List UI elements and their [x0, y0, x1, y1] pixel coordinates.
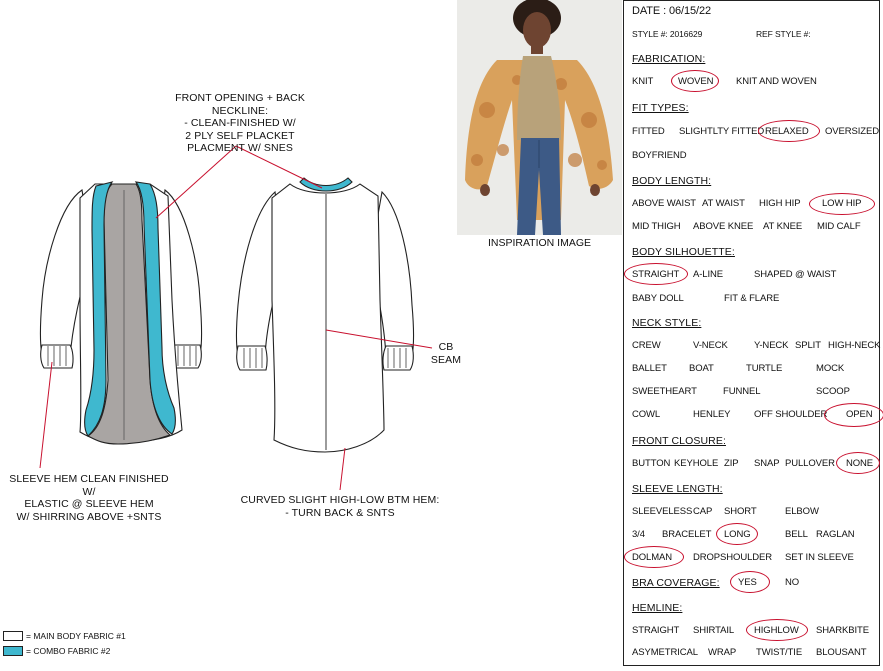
- heading-front-closure: FRONT CLOSURE:: [632, 435, 726, 447]
- opt-knit-and-woven: KNIT AND WOVEN: [736, 76, 817, 87]
- opt-mock: MOCK: [816, 363, 845, 374]
- opt-fitted: FITTED: [632, 126, 665, 137]
- opt-pullover: PULLOVER: [785, 458, 835, 469]
- opt-hem-straight: STRAIGHT: [632, 625, 680, 636]
- left-placket: [84, 181, 114, 437]
- opt-no: NO: [785, 577, 800, 588]
- spec-sheet: DATE : 06/15/22 STYLE #: 2016629 REF STY…: [623, 0, 883, 666]
- opt-mid-calf: MID CALF: [817, 221, 861, 232]
- back-view-sketch: [235, 177, 415, 453]
- opt-relaxed: RELAXED: [765, 126, 809, 137]
- opt-yes: YES: [738, 577, 757, 588]
- opt-baby-doll: BABY DOLL: [632, 293, 684, 304]
- opt-y-neck: Y-NECK: [754, 340, 789, 351]
- garment-flat-sketches: [39, 145, 433, 491]
- spec-ref-style: REF STYLE #:: [756, 29, 811, 39]
- opt-sweetheart: SWEETHEART: [632, 386, 697, 397]
- opt-low-hip: LOW HIP: [822, 198, 862, 209]
- opt-bracelet: BRACELET: [662, 529, 712, 540]
- opt-oversized: OVERSIZED: [825, 126, 879, 137]
- opt-zip: ZIP: [724, 458, 739, 469]
- opt-asymetrical: ASYMETRICAL: [632, 647, 698, 658]
- opt-wrap: WRAP: [708, 647, 737, 658]
- opt-bell: BELL: [785, 529, 808, 540]
- legend-combo-swatch: [3, 646, 23, 656]
- opt-boat: BOAT: [689, 363, 714, 374]
- opt-at-knee: AT KNEE: [763, 221, 803, 232]
- opt-a-line: A-LINE: [693, 269, 724, 280]
- note-cb-seam: CB SEAM: [430, 341, 462, 366]
- front-view-sketch: [39, 181, 203, 445]
- opt-scoop: SCOOP: [816, 386, 850, 397]
- opt-ballet: BALLET: [632, 363, 667, 374]
- opt-above-knee: ABOVE KNEE: [693, 221, 754, 232]
- opt-at-waist: AT WAIST: [702, 198, 745, 209]
- opt-twist-tie: TWIST/TIE: [756, 647, 803, 658]
- opt-high-hip: HIGH HIP: [759, 198, 801, 209]
- opt-boyfriend: BOYFRIEND: [632, 150, 687, 161]
- opt-funnel: FUNNEL: [723, 386, 761, 397]
- opt-set-in-sleeve: SET IN SLEEVE: [785, 552, 854, 563]
- opt-v-neck: V-NECK: [693, 340, 728, 351]
- opt-short: SHORT: [724, 506, 757, 517]
- legend-combo-label: = COMBO FABRIC #2: [26, 646, 111, 656]
- opt-slightly-fitted: SLIGHTLTY FITTED: [679, 126, 765, 137]
- note-sleeve-hem: SLEEVE HEM CLEAN FINISHED W/ ELASTIC @ S…: [9, 473, 169, 523]
- heading-body-length: BODY LENGTH:: [632, 175, 712, 187]
- back-neck-band: [299, 177, 353, 192]
- opt-sharkbite: SHARKBITE: [816, 625, 869, 636]
- legend-combo-fabric: = COMBO FABRIC #2: [3, 646, 110, 656]
- opt-high-neck: HIGH-NECK: [828, 340, 881, 351]
- opt-above-waist: ABOVE WAIST: [632, 198, 697, 209]
- opt-blousant: BLOUSANT: [816, 647, 867, 658]
- opt-shaped-waist: SHAPED @ WAIST: [754, 269, 837, 280]
- opt-turtle: TURTLE: [746, 363, 783, 374]
- inspiration-label: INSPIRATION IMAGE: [487, 237, 592, 249]
- legend-main-fabric: = MAIN BODY FABRIC #1: [3, 631, 126, 641]
- opt-off-shoulder: OFF SHOULDER: [754, 409, 828, 420]
- opt-fit-flare: FIT & FLARE: [724, 293, 780, 304]
- opt-split: SPLIT: [795, 340, 821, 351]
- opt-highlow: HIGHLOW: [754, 625, 799, 636]
- opt-sleeveless: SLEEVELESS: [632, 506, 693, 517]
- opt-straight: STRAIGHT: [632, 269, 680, 280]
- inspiration-photo: [457, 0, 622, 235]
- spec-date: DATE : 06/15/22: [632, 5, 712, 17]
- heading-sleeve-length: SLEEVE LENGTH:: [632, 483, 723, 495]
- opt-elbow: ELBOW: [785, 506, 819, 517]
- opt-mid-thigh: MID THIGH: [632, 221, 681, 232]
- heading-fabrication: FABRICATION:: [632, 53, 706, 65]
- heading-body-silhouette: BODY SILHOUETTE:: [632, 246, 735, 258]
- opt-crew: CREW: [632, 340, 661, 351]
- opt-keyhole: KEYHOLE: [674, 458, 719, 469]
- heading-bra-coverage: BRA COVERAGE:: [632, 577, 720, 589]
- opt-none: NONE: [846, 458, 874, 469]
- opt-cowl: COWL: [632, 409, 661, 420]
- opt-shirtail: SHIRTAIL: [693, 625, 735, 636]
- opt-snap: SNAP: [754, 458, 780, 469]
- right-placket: [134, 181, 176, 435]
- heading-fit-types: FIT TYPES:: [632, 102, 689, 114]
- opt-long: LONG: [724, 529, 751, 540]
- legend-main-label: = MAIN BODY FABRIC #1: [26, 631, 126, 641]
- opt-woven: WOVEN: [678, 76, 714, 87]
- opt-open: OPEN: [846, 409, 873, 420]
- opt-cap: CAP: [693, 506, 713, 517]
- opt-dolman: DOLMAN: [632, 552, 673, 563]
- legend-main-swatch: [3, 631, 23, 641]
- opt-knit: KNIT: [632, 76, 654, 87]
- opt-henley: HENLEY: [693, 409, 731, 420]
- note-front-opening: FRONT OPENING + BACK NECKLINE: - CLEAN-F…: [175, 92, 305, 154]
- spec-style: STYLE #: 2016629: [632, 29, 703, 39]
- opt-raglan: RAGLAN: [816, 529, 855, 540]
- opt-button: BUTTON: [632, 458, 671, 469]
- opt-three-quarter: 3/4: [632, 529, 645, 540]
- opt-dropshoulder: DROPSHOULDER: [693, 552, 773, 563]
- heading-hemline: HEMLINE:: [632, 602, 683, 614]
- heading-neck-style: NECK STYLE:: [632, 317, 702, 329]
- note-bottom-hem: CURVED SLIGHT HIGH-LOW BTM HEM: - TURN B…: [240, 494, 440, 519]
- callout-leaders: [39, 145, 433, 491]
